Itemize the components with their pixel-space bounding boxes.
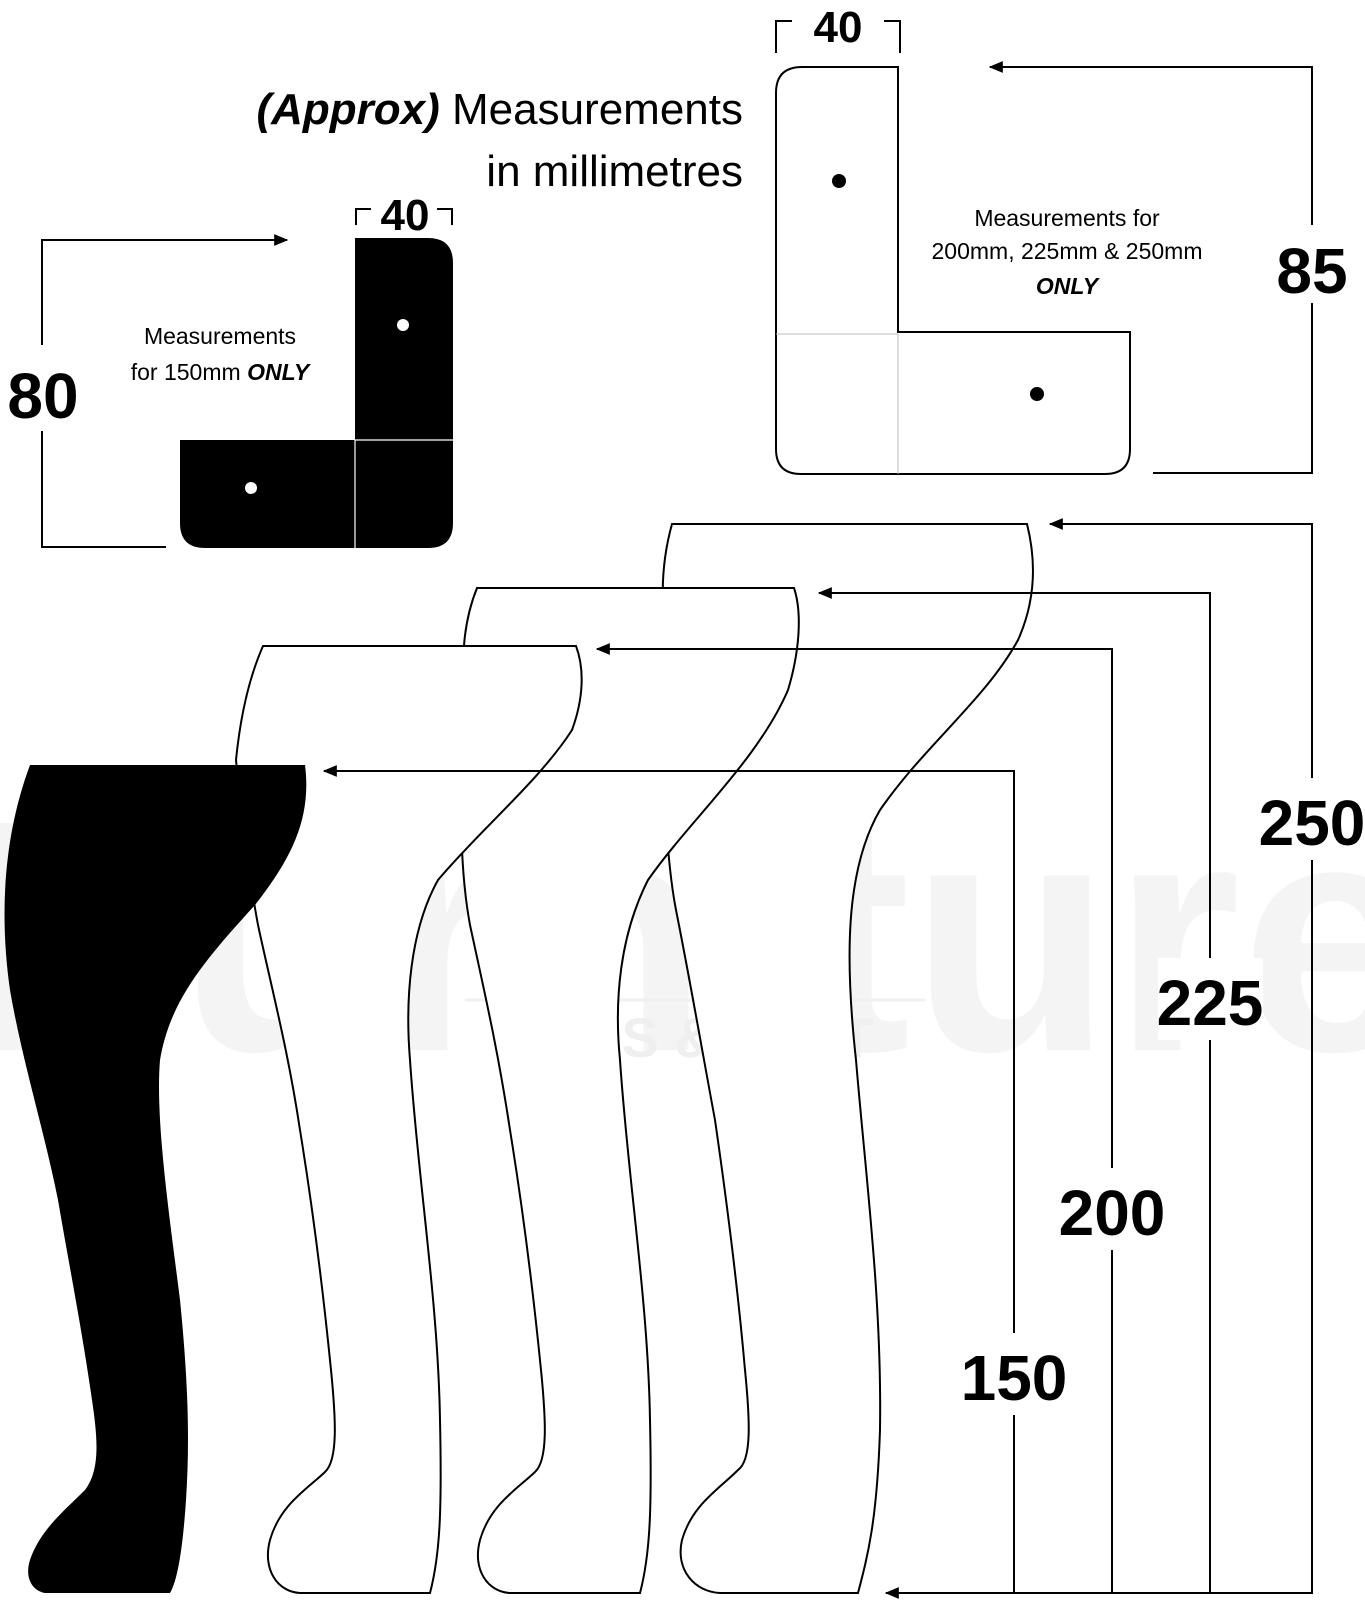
large-width-label: 40 (814, 3, 863, 52)
svg-text:(Approx) Measurements: (Approx) Measurements (256, 85, 743, 134)
height-dimension-225 (817, 587, 1211, 1593)
leg-outlines (4, 523, 1034, 1594)
leg-outline-225 (460, 587, 800, 1594)
height-label-225: 225 (1157, 967, 1264, 1039)
leg-outline-250 (661, 523, 1034, 1594)
large-footprint: 40 85 Measurements for 200mm, 225mm & 25… (775, 3, 1356, 475)
large-note-line2: 200mm, 225mm & 250mm (932, 238, 1203, 264)
small-depth-label: 80 (7, 360, 78, 432)
large-depth-label: 85 (1276, 235, 1347, 307)
small-note-line2: for 150mm (131, 359, 247, 385)
small-footprint-shape (180, 238, 453, 548)
title-line1: Measurements (440, 85, 743, 134)
screw-hole (397, 319, 409, 331)
height-dimension-200 (595, 643, 1113, 1593)
svg-text:for 150mm ONLY: for 150mm ONLY (131, 359, 312, 385)
height-dimension-150 (322, 765, 1015, 1593)
height-label-250: 250 (1259, 787, 1365, 859)
height-label-200: 200 (1059, 1177, 1166, 1249)
large-note-only: ONLY (1036, 273, 1101, 299)
diagram-title: (Approx) Measurements in millimetres (256, 85, 743, 196)
height-dimensions (322, 518, 1313, 1594)
screw-hole (832, 174, 846, 188)
title-line2: in millimetres (486, 147, 743, 196)
leg-silhouette-150 (4, 765, 307, 1593)
height-labels: 250 225 200 150 (961, 778, 1365, 1415)
screw-hole (1030, 387, 1044, 401)
small-width-bracket (355, 208, 453, 225)
small-footprint: 40 80 Measurements for 150mm ONLY (4, 191, 453, 548)
height-label-150: 150 (961, 1342, 1068, 1414)
screw-hole (245, 482, 257, 494)
large-note-line1: Measurements for (974, 205, 1160, 231)
small-note-line1: Measurements (144, 323, 296, 349)
small-note-only: ONLY (247, 359, 312, 385)
title-approx: (Approx) (256, 85, 439, 134)
large-width-bracket (775, 20, 901, 53)
leg-outline-200 (234, 645, 583, 1594)
small-width-label: 40 (381, 191, 430, 240)
large-footprint-shape (775, 66, 1131, 475)
